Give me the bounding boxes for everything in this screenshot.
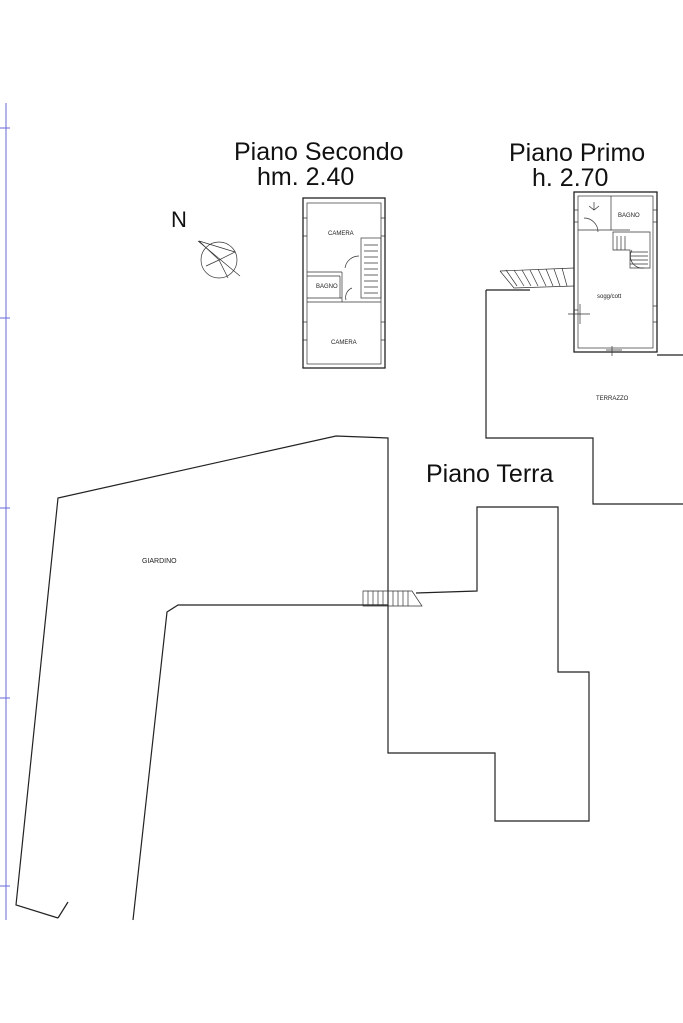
left-ruler: [0, 103, 10, 920]
height-first-floor: h. 2.70: [532, 164, 608, 192]
title-first-floor: Piano Primo: [509, 139, 645, 167]
compass-north-label: N: [171, 207, 187, 232]
room-label-camera-top: CAMERA: [328, 231, 354, 237]
plan-first-floor: BAGNO sogg/cott TERRAZZO: [485, 191, 683, 505]
title-ground-floor: Piano Terra: [426, 460, 553, 488]
plan-second-floor: CAMERA BAGNO CAMERA: [302, 197, 386, 369]
height-second-floor: hm. 2.40: [257, 163, 354, 191]
compass-icon: N: [171, 207, 241, 279]
room-label-bagno-first: BAGNO: [618, 213, 640, 219]
room-label-camera-bottom: CAMERA: [331, 340, 357, 346]
plan-ground-floor: GIARDINO: [15, 435, 590, 921]
room-label-bagno-second: BAGNO: [316, 284, 338, 290]
garden-label: GIARDINO: [142, 558, 177, 565]
title-second-floor: Piano Secondo: [234, 138, 404, 166]
room-label-soggiorno: sogg/cott: [597, 294, 622, 300]
terrace-label: TERRAZZO: [596, 396, 629, 402]
